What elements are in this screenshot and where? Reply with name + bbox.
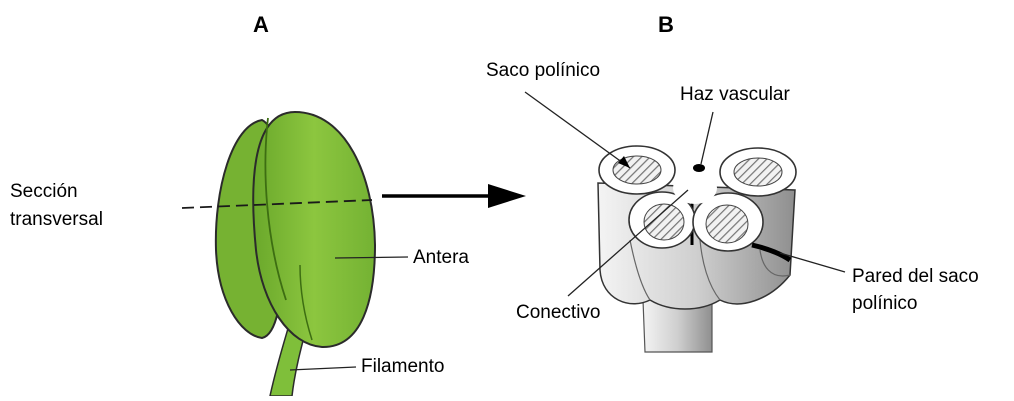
label-seccion-line1: Sección [10,181,78,202]
panel-letter-b: B [658,12,674,37]
anther-cross-section [598,146,796,352]
leader-haz-vascular [701,112,713,164]
vascular-bundle [693,164,705,172]
label-seccion-line2: transversal [10,209,103,230]
label-pared-line1: Pared del saco [852,266,979,287]
leader-filamento [290,367,356,370]
anther-illustration [182,112,375,396]
connective-center [673,172,717,204]
leader-saco-polinico [525,92,630,168]
pollen-sac-bottom-left [644,204,684,240]
label-haz-vascular: Haz vascular [680,84,790,105]
pollen-sac-bottom-right [706,205,748,243]
label-conectivo: Conectivo [516,302,601,323]
label-antera: Antera [413,247,469,268]
label-saco-polinico: Saco polínico [486,60,600,81]
pollen-sac-top-right [734,158,782,186]
label-pared-line2: polínico [852,293,918,314]
label-filamento: Filamento [361,356,444,377]
panel-letter-a: A [253,12,269,37]
transition-arrow [382,184,526,208]
